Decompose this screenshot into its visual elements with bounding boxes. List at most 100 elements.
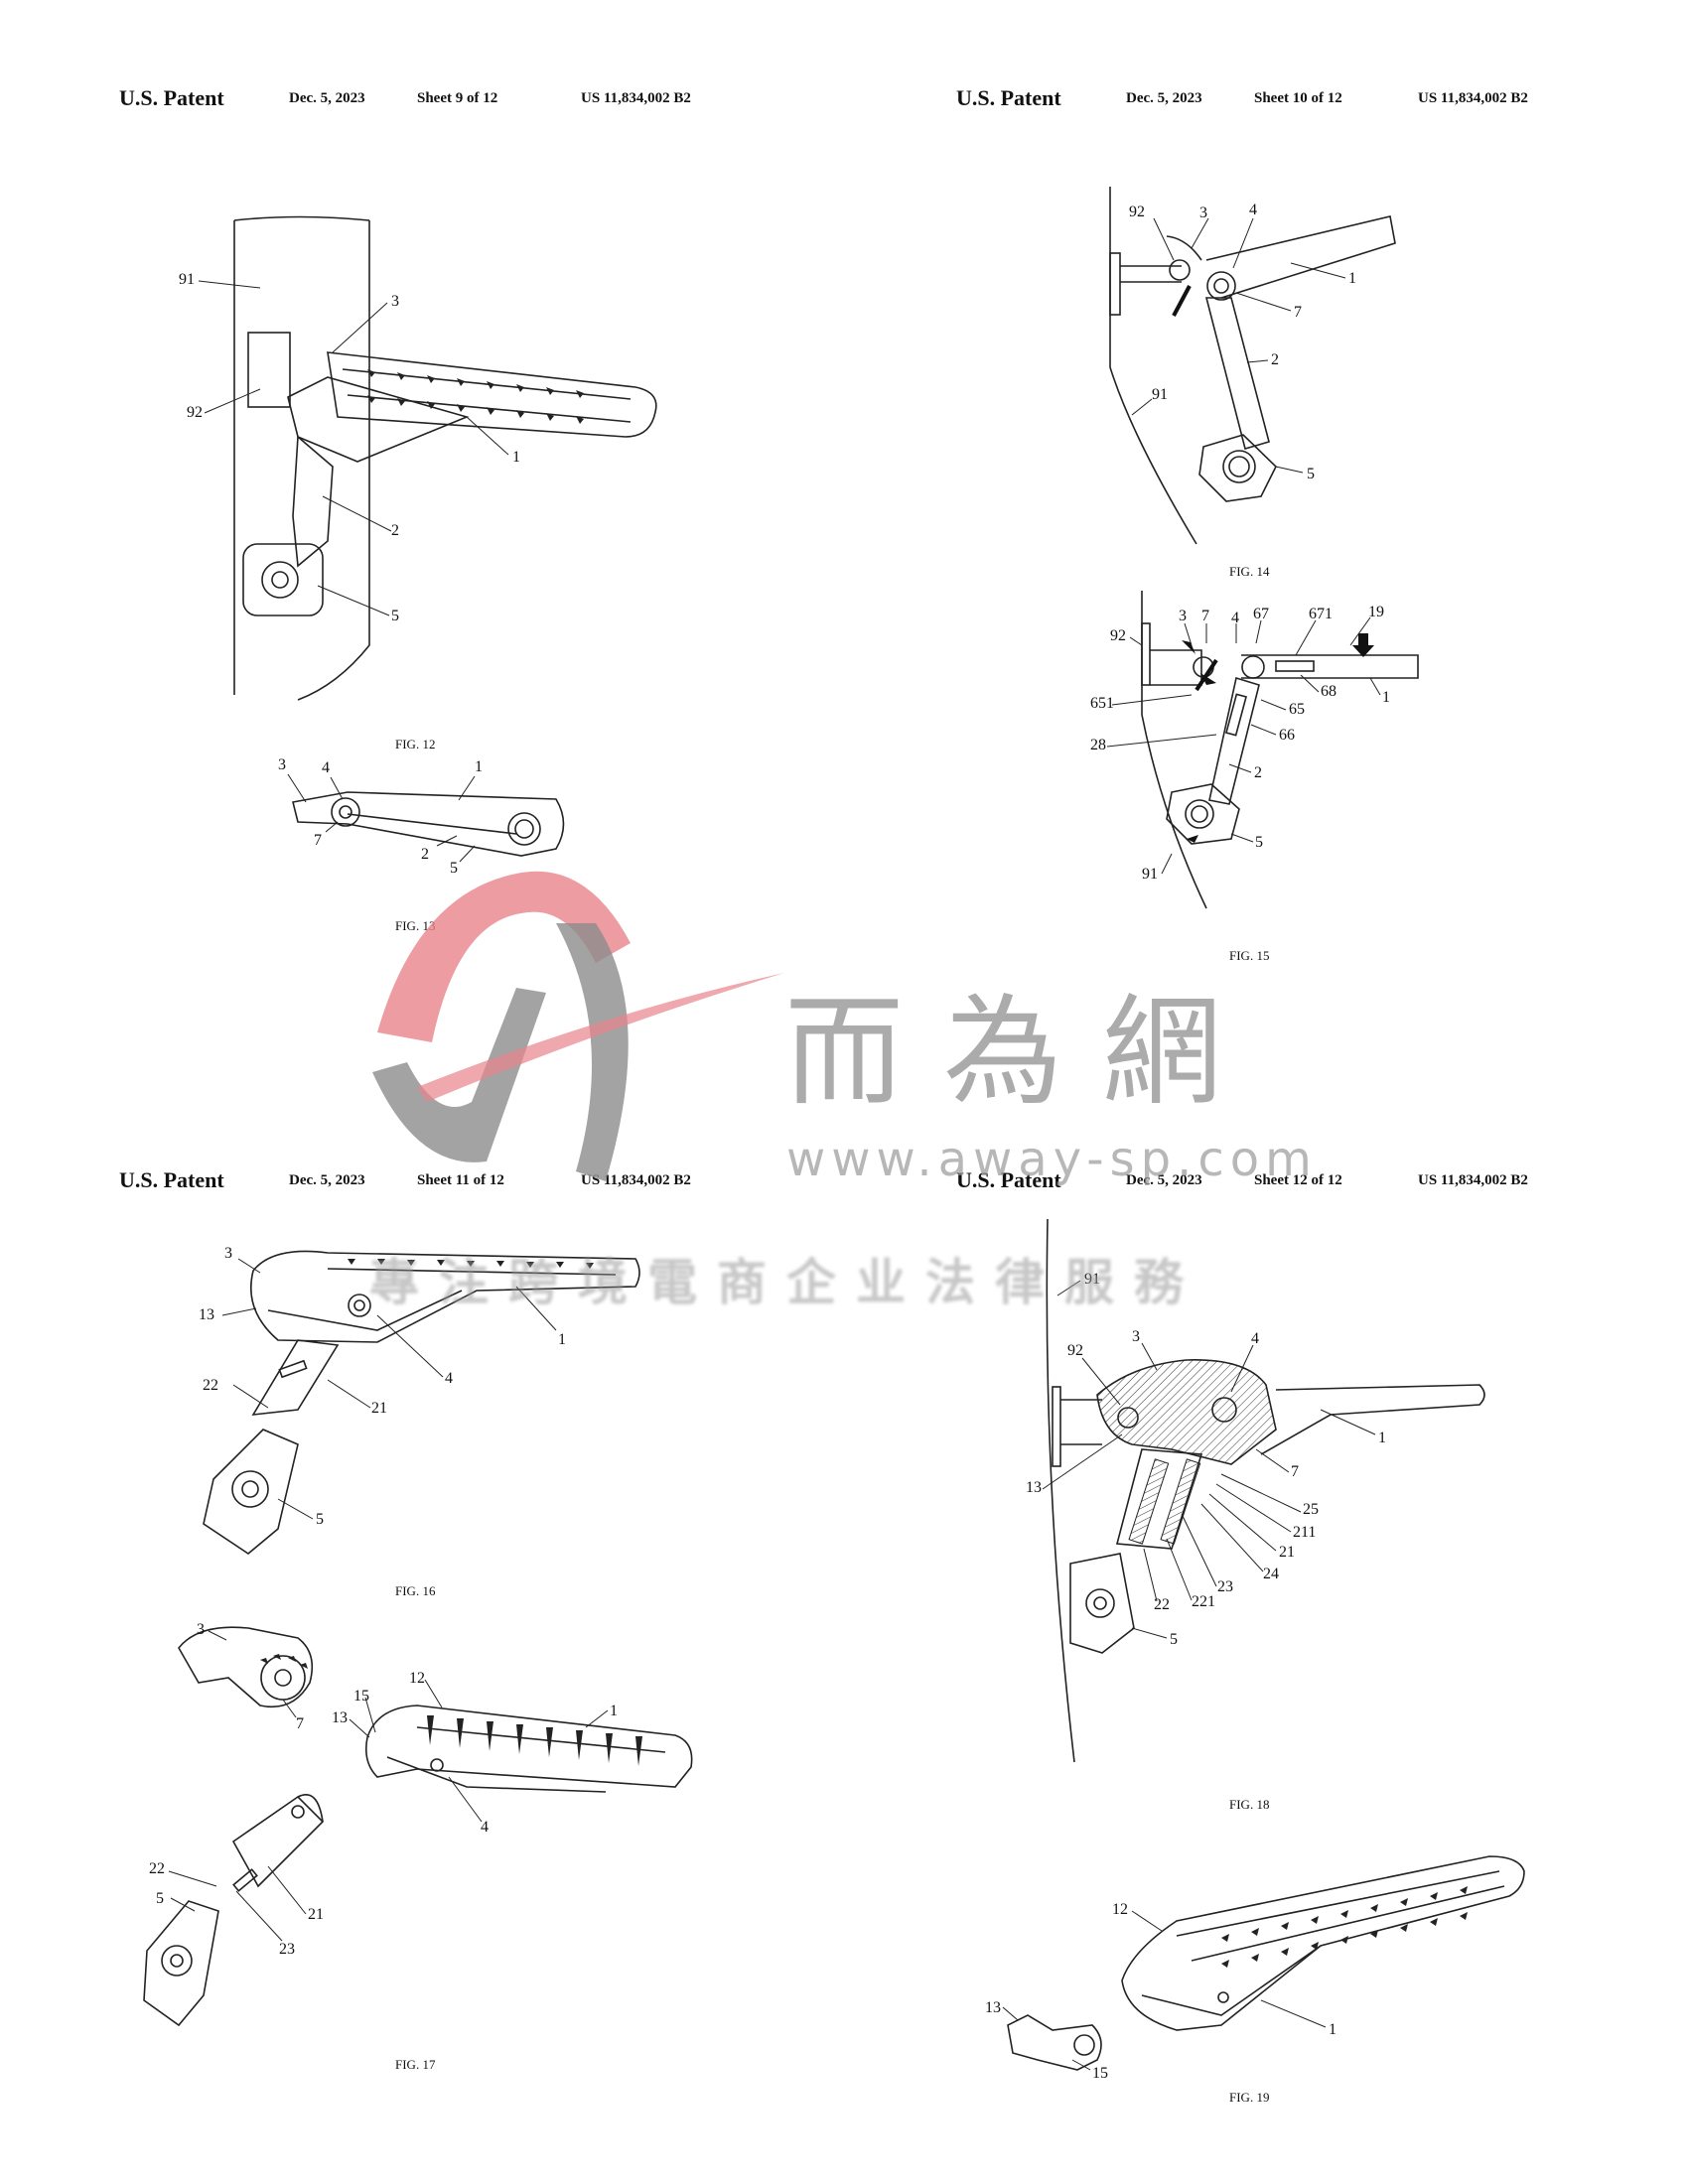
fig18-label: 92 [1067, 1342, 1083, 1359]
fig14-label: 7 [1294, 304, 1302, 321]
fig18-label: 7 [1291, 1463, 1299, 1480]
fig14-label: 92 [1129, 204, 1145, 220]
fig18-label: 4 [1251, 1330, 1259, 1347]
header-number: US 11,834,002 B2 [1418, 90, 1528, 106]
patent-label: U.S. Patent [119, 1167, 224, 1192]
fig16-label: 1 [558, 1331, 566, 1348]
fig14-label: 1 [1348, 270, 1356, 287]
fig18-label: 21 [1279, 1544, 1295, 1561]
patent-label: U.S. Patent [956, 1167, 1061, 1192]
fig13-label: 3 [278, 756, 286, 773]
fig14-label: 4 [1249, 202, 1257, 218]
fig18-label: 25 [1303, 1501, 1319, 1518]
fig13-label: 4 [322, 759, 330, 776]
sheet-header-9: U.S. Patent Dec. 5, 2023 Sheet 9 of 12 U… [119, 85, 691, 111]
fig17-label: 1 [610, 1703, 618, 1719]
fig12-label: 1 [512, 449, 520, 466]
fig15-label: 3 [1179, 608, 1187, 624]
fig19-label: 15 [1092, 2065, 1108, 2082]
fig18-label: 24 [1263, 1566, 1279, 1582]
fig17-label: 15 [353, 1688, 369, 1705]
fig18-label: 221 [1192, 1593, 1215, 1610]
header-sheet: Sheet 11 of 12 [417, 1172, 504, 1188]
sheet-header-10: U.S. Patent Dec. 5, 2023 Sheet 10 of 12 … [956, 85, 1528, 111]
fig17-label: 3 [197, 1621, 205, 1638]
fig13-label: 1 [475, 758, 483, 775]
fig14-label: 2 [1271, 351, 1279, 368]
fig15-label: 66 [1279, 727, 1295, 744]
fig13-label: 5 [450, 860, 458, 877]
patent-label: U.S. Patent [119, 85, 224, 110]
fig16-label: 4 [445, 1370, 453, 1387]
fig16-label: 3 [224, 1245, 232, 1262]
fig17-caption: FIG. 17 [395, 2057, 436, 2072]
fig18-label: 13 [1026, 1479, 1042, 1496]
fig19-label: 13 [985, 1999, 1001, 2016]
fig18-label: 22 [1154, 1596, 1170, 1613]
fig15-caption: FIG. 15 [1229, 948, 1270, 963]
fig17-label: 7 [296, 1715, 304, 1732]
fig15-label: 67 [1253, 606, 1269, 622]
fig15-label: 19 [1368, 604, 1384, 620]
fig15-label: 2 [1254, 764, 1262, 781]
fig14-label: 3 [1199, 205, 1207, 221]
fig19-label: 12 [1112, 1901, 1128, 1918]
header-date: Dec. 5, 2023 [289, 90, 365, 106]
fig14-caption: FIG. 14 [1229, 564, 1270, 579]
fig16-label: 22 [203, 1377, 218, 1394]
patent-label: U.S. Patent [956, 85, 1061, 110]
header-date: Dec. 5, 2023 [1126, 1172, 1202, 1188]
fig15-label: 92 [1110, 627, 1126, 644]
fig15-label: 65 [1289, 701, 1305, 718]
header-sheet: Sheet 10 of 12 [1254, 90, 1342, 106]
fig14-label: 5 [1307, 466, 1315, 482]
fig16-caption: FIG. 16 [395, 1583, 436, 1598]
fig15-label: 4 [1231, 610, 1239, 626]
fig18-label: 211 [1293, 1524, 1317, 1541]
fig17-label: 12 [409, 1670, 425, 1687]
watermark-url: www.away-sp.com [786, 1132, 1318, 1187]
header-number: US 11,834,002 B2 [1418, 1172, 1528, 1188]
sheet-header-12: U.S. Patent Dec. 5, 2023 Sheet 12 of 12 … [956, 1167, 1528, 1193]
fig18-label: 23 [1217, 1578, 1233, 1595]
fig17-label: 23 [279, 1941, 295, 1958]
fig17-label: 4 [481, 1819, 489, 1836]
fig17-label: 13 [332, 1709, 348, 1726]
fig18-label: 3 [1132, 1328, 1140, 1345]
fig15-label: 91 [1142, 866, 1158, 883]
fig15-label: 7 [1201, 608, 1209, 624]
watermark-chinese-text: 而為網 [784, 984, 1261, 1122]
header-date: Dec. 5, 2023 [1126, 90, 1202, 106]
fig12-caption: FIG. 12 [395, 737, 436, 751]
fig19-label: 1 [1329, 2021, 1336, 2038]
fig18-label: 5 [1170, 1631, 1178, 1648]
fig14-label: 91 [1152, 386, 1168, 403]
header-date: Dec. 5, 2023 [289, 1172, 365, 1188]
fig18-label: 91 [1084, 1271, 1100, 1288]
fig17-label: 22 [149, 1860, 165, 1877]
fig15-label: 5 [1255, 834, 1263, 851]
header-sheet: Sheet 9 of 12 [417, 90, 498, 106]
fig15-label: 671 [1309, 606, 1333, 622]
fig17-label: 5 [156, 1890, 164, 1907]
fig15-label: 651 [1090, 695, 1114, 712]
fig12-label: 92 [187, 404, 203, 421]
fig12-label: 3 [391, 293, 399, 310]
fig12-label: 91 [179, 271, 195, 288]
fig12-label: 5 [391, 608, 399, 624]
watermark-tagline: 專注跨境電商企业法律服務 [369, 1254, 1203, 1311]
fig13-label: 2 [421, 846, 429, 863]
fig18-caption: FIG. 18 [1229, 1797, 1270, 1812]
fig15-label: 1 [1382, 689, 1390, 706]
fig18-label: 1 [1378, 1430, 1386, 1446]
header-number: US 11,834,002 B2 [581, 90, 691, 106]
fig19-caption: FIG. 19 [1229, 2090, 1270, 2105]
